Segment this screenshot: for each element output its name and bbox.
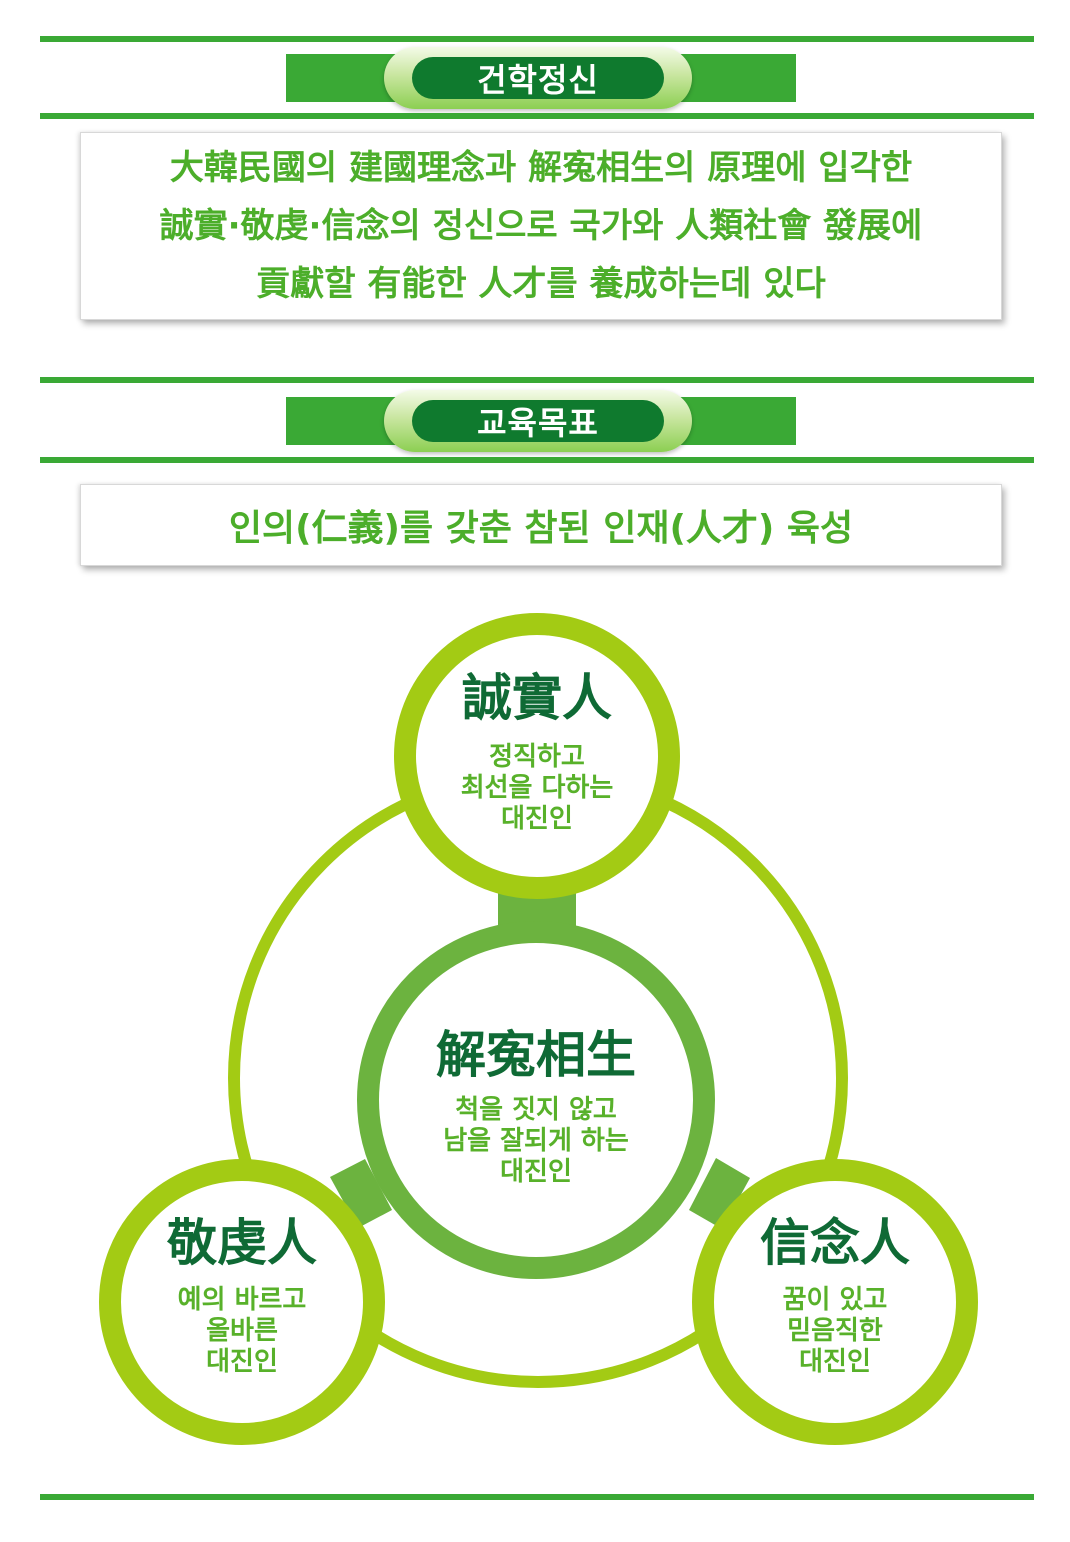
center-circle-title: 解寃相生 <box>436 1026 636 1084</box>
center-circle-desc-2: 남을 잘되게 하는 <box>443 1126 629 1156</box>
divider-line <box>40 1494 1034 1500</box>
connector-right <box>689 1158 750 1229</box>
education-goal-box: 인의(仁義)를 갖춘 참된 인재(人才) 육성 <box>80 484 1002 566</box>
center-circle <box>357 921 715 1279</box>
center-circle-content: 解寃相生 척을 짓지 않고 남을 잘되게 하는 대진인 <box>406 1025 666 1188</box>
education-goal-text: 인의(仁義)를 갖춘 참된 인재(人才) 육성 <box>228 508 854 549</box>
section-title-founding-spirit: 건학정신 <box>412 57 664 99</box>
right-circle-content: 信念人 꿈이 있고 믿음직한 대진인 <box>715 1213 955 1378</box>
center-circle-desc-3: 대진인 <box>500 1157 572 1187</box>
mission-line-3: 貢獻할 有能한 人才를 養成하는데 있다 <box>256 264 826 304</box>
top-circle-desc-1: 정직하고 <box>489 742 585 772</box>
right-circle <box>692 1159 978 1445</box>
mission-line-1: 大韓民國의 建國理念과 解寃相生의 原理에 입각한 <box>169 148 913 188</box>
divider-line <box>40 36 1034 42</box>
top-circle <box>394 613 680 899</box>
divider-line <box>40 113 1034 119</box>
top-circle-desc-3: 대진인 <box>501 804 573 834</box>
top-circle-content: 誠實人 정직하고 최선을 다하는 대진인 <box>417 668 657 835</box>
left-circle-title: 敬虔人 <box>167 1214 317 1272</box>
left-circle-desc-2: 올바른 <box>206 1316 278 1346</box>
left-circle <box>99 1159 385 1445</box>
right-circle-desc-2: 믿음직한 <box>787 1316 883 1346</box>
center-circle-desc-1: 척을 짓지 않고 <box>455 1095 617 1125</box>
left-circle-desc-3: 대진인 <box>206 1347 278 1377</box>
connector-left <box>330 1159 392 1228</box>
right-circle-title: 信念人 <box>760 1214 910 1272</box>
divider-line <box>40 457 1034 463</box>
left-circle-desc-1: 예의 바르고 <box>177 1285 307 1315</box>
divider-line <box>40 377 1034 383</box>
section-title-education-goal: 교육목표 <box>412 400 664 442</box>
mission-line-2: 誠實·敬虔·信念의 정신으로 국가와 人類社會 發展에 <box>159 206 923 246</box>
top-circle-title: 誠實人 <box>462 669 612 727</box>
right-circle-desc-1: 꿈이 있고 <box>782 1285 888 1315</box>
founding-spirit-box: 大韓民國의 建國理念과 解寃相生의 原理에 입각한 誠實·敬虔·信念의 정신으로… <box>80 132 1002 320</box>
left-circle-content: 敬虔人 예의 바르고 올바른 대진인 <box>122 1213 362 1378</box>
right-circle-desc-3: 대진인 <box>799 1347 871 1377</box>
top-circle-desc-2: 최선을 다하는 <box>460 773 614 803</box>
